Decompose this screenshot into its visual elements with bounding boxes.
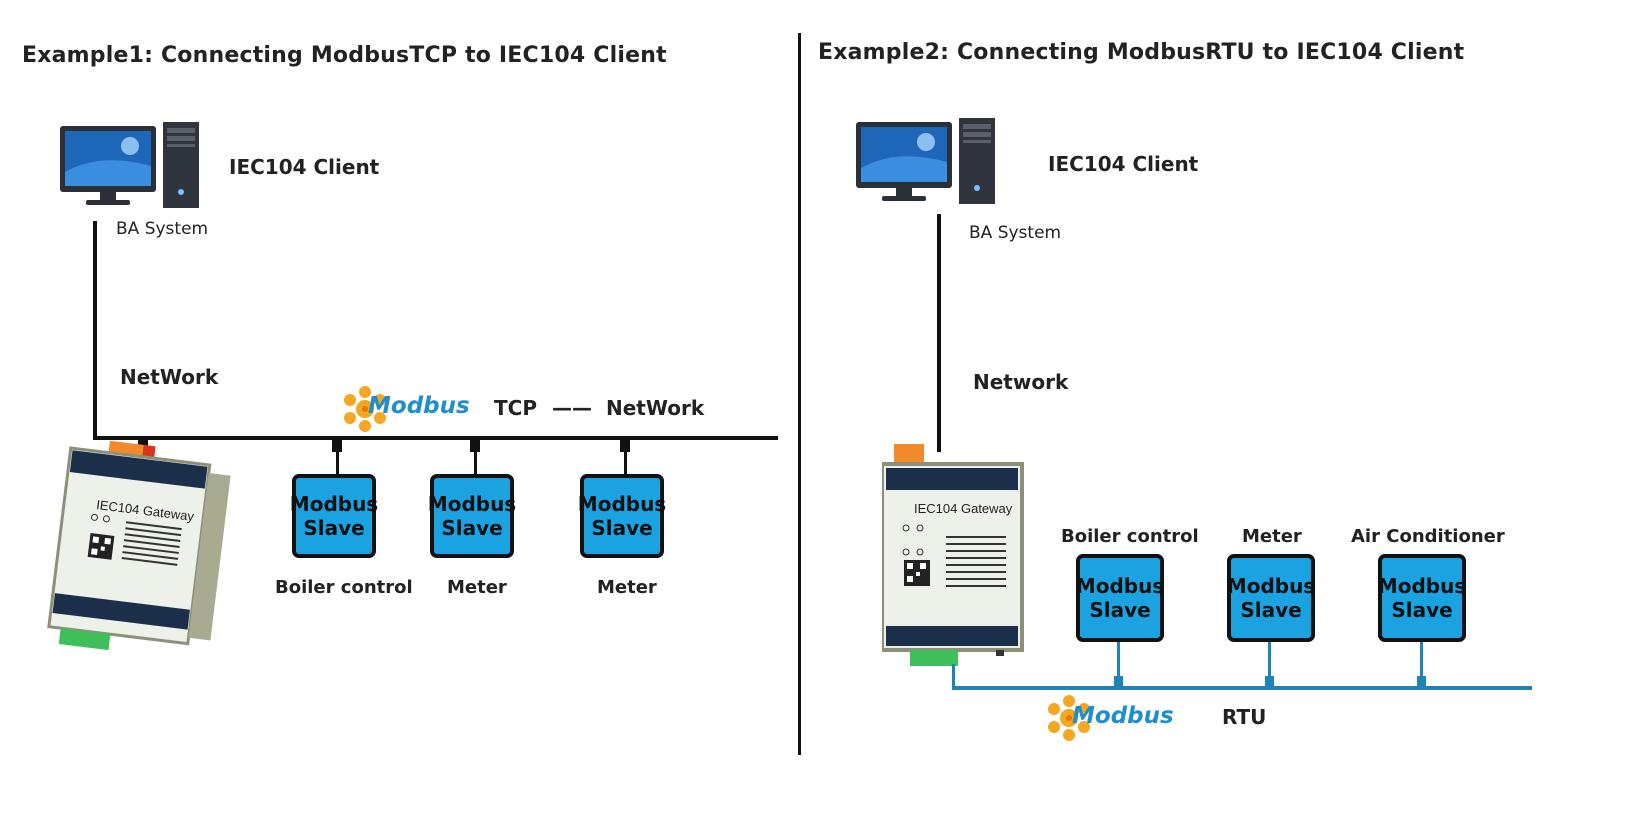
slave-device-label: Meter xyxy=(597,577,657,598)
slave-line1: Modbus xyxy=(1075,574,1165,598)
modbus-logo-icon xyxy=(1044,693,1094,747)
tcp-bus-line xyxy=(93,436,778,440)
system-label: BA System xyxy=(116,219,209,239)
slave-line2: Slave xyxy=(441,516,503,540)
modbus-slave-box: Modbus Slave xyxy=(289,474,379,558)
slave-line1: Modbus xyxy=(1226,574,1316,598)
slave-device-label: Meter xyxy=(447,577,507,598)
slave-line1: Modbus xyxy=(577,492,667,516)
client-label: IEC104 Client xyxy=(1048,152,1199,176)
bus-drop xyxy=(624,450,627,474)
rtu-bus-drop xyxy=(1420,640,1423,678)
slave-line2: Slave xyxy=(303,516,365,540)
modbus-slave-box: Modbus Slave xyxy=(577,474,667,558)
bus-network-label: NetWork xyxy=(606,396,705,420)
slave-line1: Modbus xyxy=(427,492,517,516)
slave-device-label: Meter xyxy=(1242,526,1302,547)
example2-title: Example2: Connecting ModbusRTU to IEC104… xyxy=(818,40,1465,65)
slave-device-label: Air Conditioner xyxy=(1351,526,1505,547)
slave-line2: Slave xyxy=(1089,598,1151,622)
gateway-device-icon xyxy=(880,440,1024,676)
modbus-slave-box: Modbus Slave xyxy=(427,474,517,558)
client-label: IEC104 Client xyxy=(229,155,380,179)
bus-protocol: TCP xyxy=(494,396,537,420)
rtu-bus-tap xyxy=(1417,676,1426,688)
network-label: NetWork xyxy=(120,365,219,389)
bus-logo-word: Modbus xyxy=(368,393,470,419)
gateway-device-icon xyxy=(35,435,241,679)
slave-device-label: Boiler control xyxy=(1061,526,1199,547)
rtu-bus-line xyxy=(952,686,1532,690)
bus-drop xyxy=(474,450,477,474)
system-label: BA System xyxy=(969,223,1062,243)
network-line-vertical xyxy=(93,221,97,440)
network-label: Network xyxy=(973,370,1069,394)
rtu-bus-tap xyxy=(1114,676,1123,688)
modbus-slave-box: Modbus Slave xyxy=(1227,554,1315,642)
slave-line1: Modbus xyxy=(1377,574,1467,598)
modbus-slave-box: Modbus Slave xyxy=(1076,554,1164,642)
rtu-bus-drop xyxy=(952,664,955,688)
bus-tap xyxy=(620,440,630,452)
network-line-vertical xyxy=(937,214,941,452)
computer-icon xyxy=(856,118,996,212)
bus-drop xyxy=(336,450,339,474)
slave-line2: Slave xyxy=(591,516,653,540)
bus-protocol: RTU xyxy=(1222,705,1267,729)
example1-title: Example1: Connecting ModbusTCP to IEC104… xyxy=(22,43,667,68)
bus-tap xyxy=(470,440,480,452)
rtu-bus-drop xyxy=(1117,640,1120,678)
bus-tap xyxy=(332,440,342,452)
modbus-slave-box: Modbus Slave xyxy=(1378,554,1466,642)
slave-line2: Slave xyxy=(1240,598,1302,622)
gateway-label: IEC104 Gateway xyxy=(914,501,1013,516)
bus-separator: —— xyxy=(552,396,592,420)
rtu-bus-tap xyxy=(1265,676,1274,688)
computer-icon xyxy=(60,122,200,216)
rtu-bus-drop xyxy=(1268,640,1271,678)
modbus-logo-icon xyxy=(340,384,390,438)
bus-logo-word: Modbus xyxy=(1072,703,1174,729)
slave-device-label: Boiler control xyxy=(275,577,413,598)
section-divider xyxy=(798,33,801,755)
slave-line1: Modbus xyxy=(289,492,379,516)
slave-line2: Slave xyxy=(1391,598,1453,622)
